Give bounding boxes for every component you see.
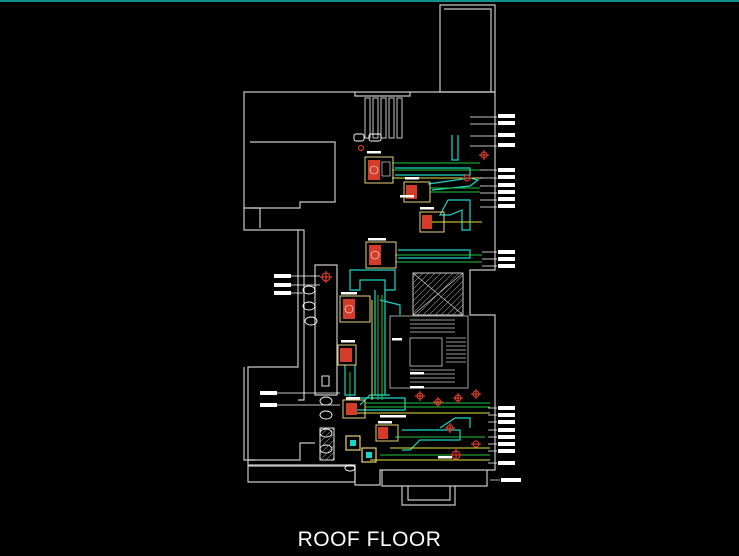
indoor-unit-icon xyxy=(365,241,397,269)
fan-icon xyxy=(471,440,481,448)
fan-icon xyxy=(445,423,455,433)
shaft-icon xyxy=(412,272,464,316)
fan-icon xyxy=(479,150,489,160)
stair-icon xyxy=(389,315,469,389)
indoor-unit-icon xyxy=(337,344,357,366)
roof-vent-slots xyxy=(364,97,403,139)
indoor-unit-icon xyxy=(419,211,445,233)
fan-icon xyxy=(357,144,365,152)
indoor-unit-icon xyxy=(342,399,366,419)
supply-ducts xyxy=(344,135,480,451)
leader-tags-right xyxy=(470,114,521,482)
fan-icon xyxy=(462,174,472,182)
indoor-unit-icon xyxy=(339,295,371,323)
drawing-frame-line xyxy=(0,0,739,2)
indoor-unit-icon xyxy=(403,181,431,203)
fan-icon xyxy=(433,397,443,407)
fan-icon xyxy=(450,449,462,461)
indoor-units xyxy=(337,156,445,463)
diffuser-icon xyxy=(345,435,361,451)
inline-tags xyxy=(341,151,452,459)
indoor-unit-icon xyxy=(364,156,394,184)
fan-icon xyxy=(453,393,463,403)
fan-icon xyxy=(320,271,332,283)
building-walls xyxy=(243,4,496,506)
fan-icon xyxy=(471,389,481,399)
leader-tags-left xyxy=(260,274,340,407)
fan-icon-group xyxy=(320,144,489,461)
diffuser-icon xyxy=(361,447,377,463)
refrigerant-pipes xyxy=(349,162,490,456)
indoor-unit-icon xyxy=(375,424,399,442)
fan-icon xyxy=(415,391,425,401)
drawing-title: ROOF FLOOR xyxy=(297,528,442,551)
